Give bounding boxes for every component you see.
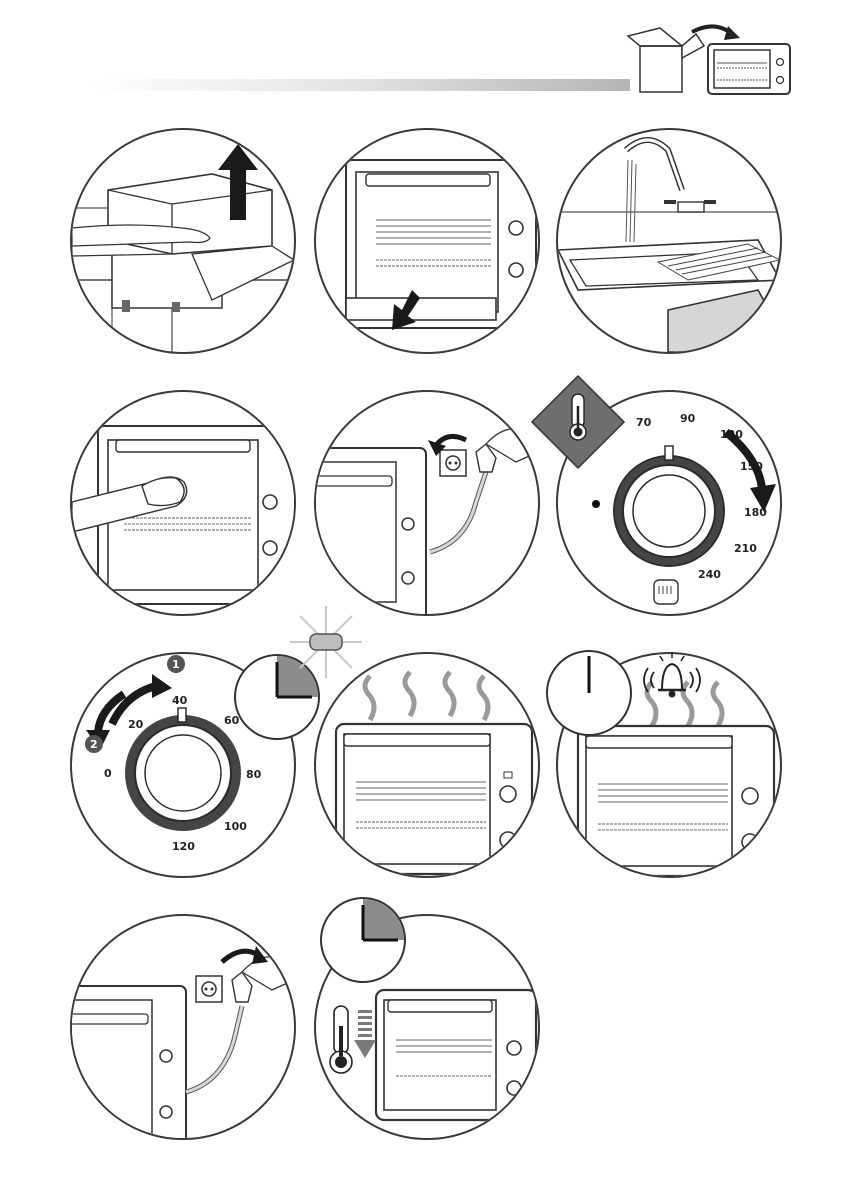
step-preheat	[314, 652, 540, 878]
step-unplug	[70, 914, 296, 1140]
timer-label-100: 100	[224, 820, 247, 833]
step-wash-accessories	[556, 128, 782, 354]
timer-label-80: 80	[246, 768, 262, 781]
timer-label-40: 40	[172, 694, 188, 707]
timer-label-20: 20	[128, 718, 144, 731]
step-remove-accessories	[314, 128, 540, 354]
step-badge-2: 2	[90, 738, 98, 751]
unbox-oven-icon	[620, 18, 800, 103]
step-plug-in	[314, 390, 540, 616]
thermostat-label-70: 70	[636, 416, 652, 429]
header-bar	[90, 79, 630, 91]
thermostat-label-210: 210	[734, 542, 757, 555]
step-remove-box	[70, 128, 296, 354]
thermostat-label-90: 90	[680, 412, 696, 425]
thermostat-label-240: 240	[698, 568, 721, 581]
step-badge-1: 1	[172, 658, 180, 671]
thermometer-icon	[528, 372, 628, 472]
timer-label-120: 120	[172, 840, 195, 853]
clock-icon-cool	[318, 895, 408, 985]
timer-label-0: 0	[104, 767, 112, 780]
clock-zero-icon	[544, 648, 634, 738]
step-wipe-interior	[70, 390, 296, 616]
bell-icon	[632, 650, 712, 710]
